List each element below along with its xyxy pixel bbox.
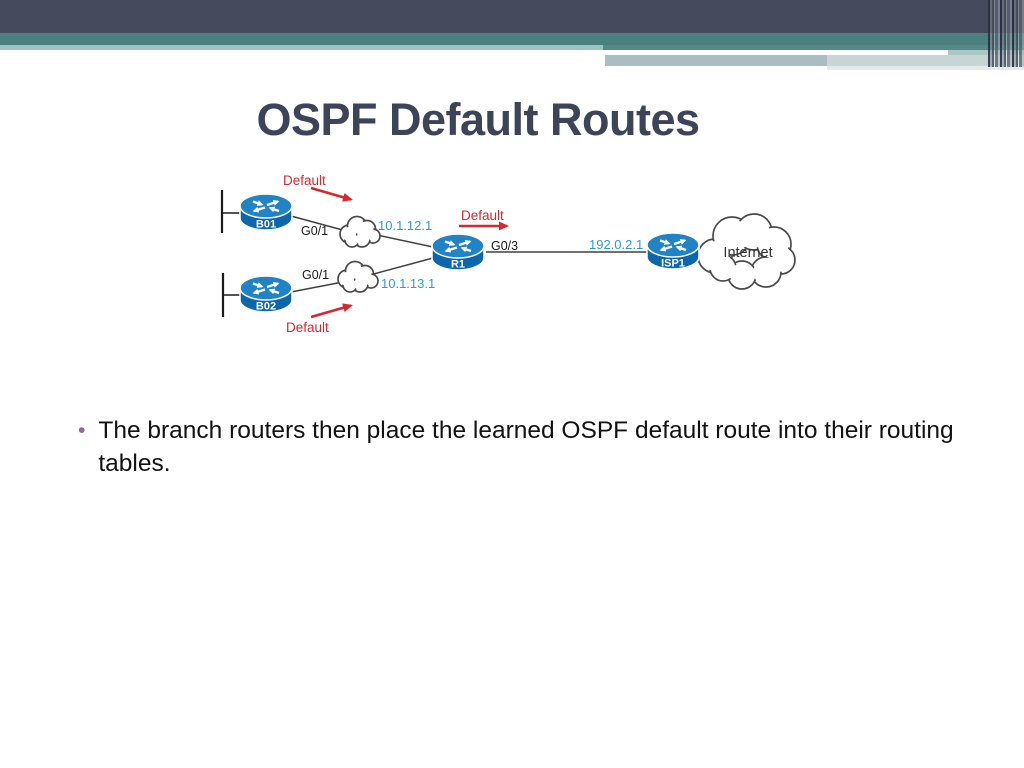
router-r1: R1: [431, 233, 485, 271]
wan-cloud-bottom: [337, 260, 379, 293]
interface-label-b02: G0/1: [302, 268, 329, 282]
bullet-text: The branch routers then place the learne…: [98, 417, 954, 477]
wan-cloud-top: [339, 215, 381, 248]
ribbon-teal-right: [603, 45, 1024, 50]
network-diagram: Internet B01 B02 R1: [220, 173, 796, 335]
ribbon-light-teal-left: [0, 45, 603, 50]
bullet-marker: •: [78, 419, 86, 442]
router-arrows-icon: [659, 239, 687, 252]
ribbon-gray-band: [605, 55, 827, 66]
ip-label-link1: 10.1.12.1: [378, 218, 432, 233]
router-isp1: ISP1: [646, 232, 700, 270]
ribbon-white-stripe: [605, 50, 948, 55]
router-r1-label: R1: [451, 259, 465, 271]
internet-cloud: Internet: [697, 213, 796, 290]
ip-label-wan: 192.0.2.1: [589, 237, 643, 252]
interface-label-b01: G0/1: [301, 224, 328, 238]
internet-cloud-label: Internet: [723, 245, 772, 261]
default-arrow-b01: [310, 186, 353, 202]
ribbon-faint-band: [827, 66, 1024, 70]
router-b01: B01: [239, 193, 293, 231]
slide-title: OSPF Default Routes: [256, 94, 700, 145]
ribbon-light-stripe: [948, 50, 1024, 55]
ribbon-dark-bar: [0, 0, 1024, 33]
router-b02: B02: [239, 275, 293, 313]
lan-segment-b01: [220, 190, 242, 233]
ribbon-vertical-stripes: [988, 0, 1024, 67]
router-b02-label: B02: [256, 301, 276, 313]
ribbon-teal-bar: [0, 33, 1024, 45]
router-isp1-label: ISP1: [661, 258, 685, 270]
default-label-b01: Default: [283, 173, 326, 188]
router-arrows-icon: [252, 282, 280, 295]
ribbon-gray-band-light: [827, 55, 1024, 66]
router-b01-label: B01: [256, 219, 276, 231]
router-arrows-icon: [444, 240, 472, 253]
default-label-r1: Default: [461, 208, 504, 223]
interface-label-r1-wan: G0/3: [491, 239, 518, 253]
router-arrows-icon: [252, 200, 280, 213]
bullet-item: • The branch routers then place the lear…: [78, 414, 958, 480]
ip-label-link2: 10.1.13.1: [381, 276, 435, 291]
default-label-b02: Default: [286, 320, 329, 335]
default-arrow-b02: [310, 303, 353, 319]
default-route-arrows: [310, 186, 509, 319]
